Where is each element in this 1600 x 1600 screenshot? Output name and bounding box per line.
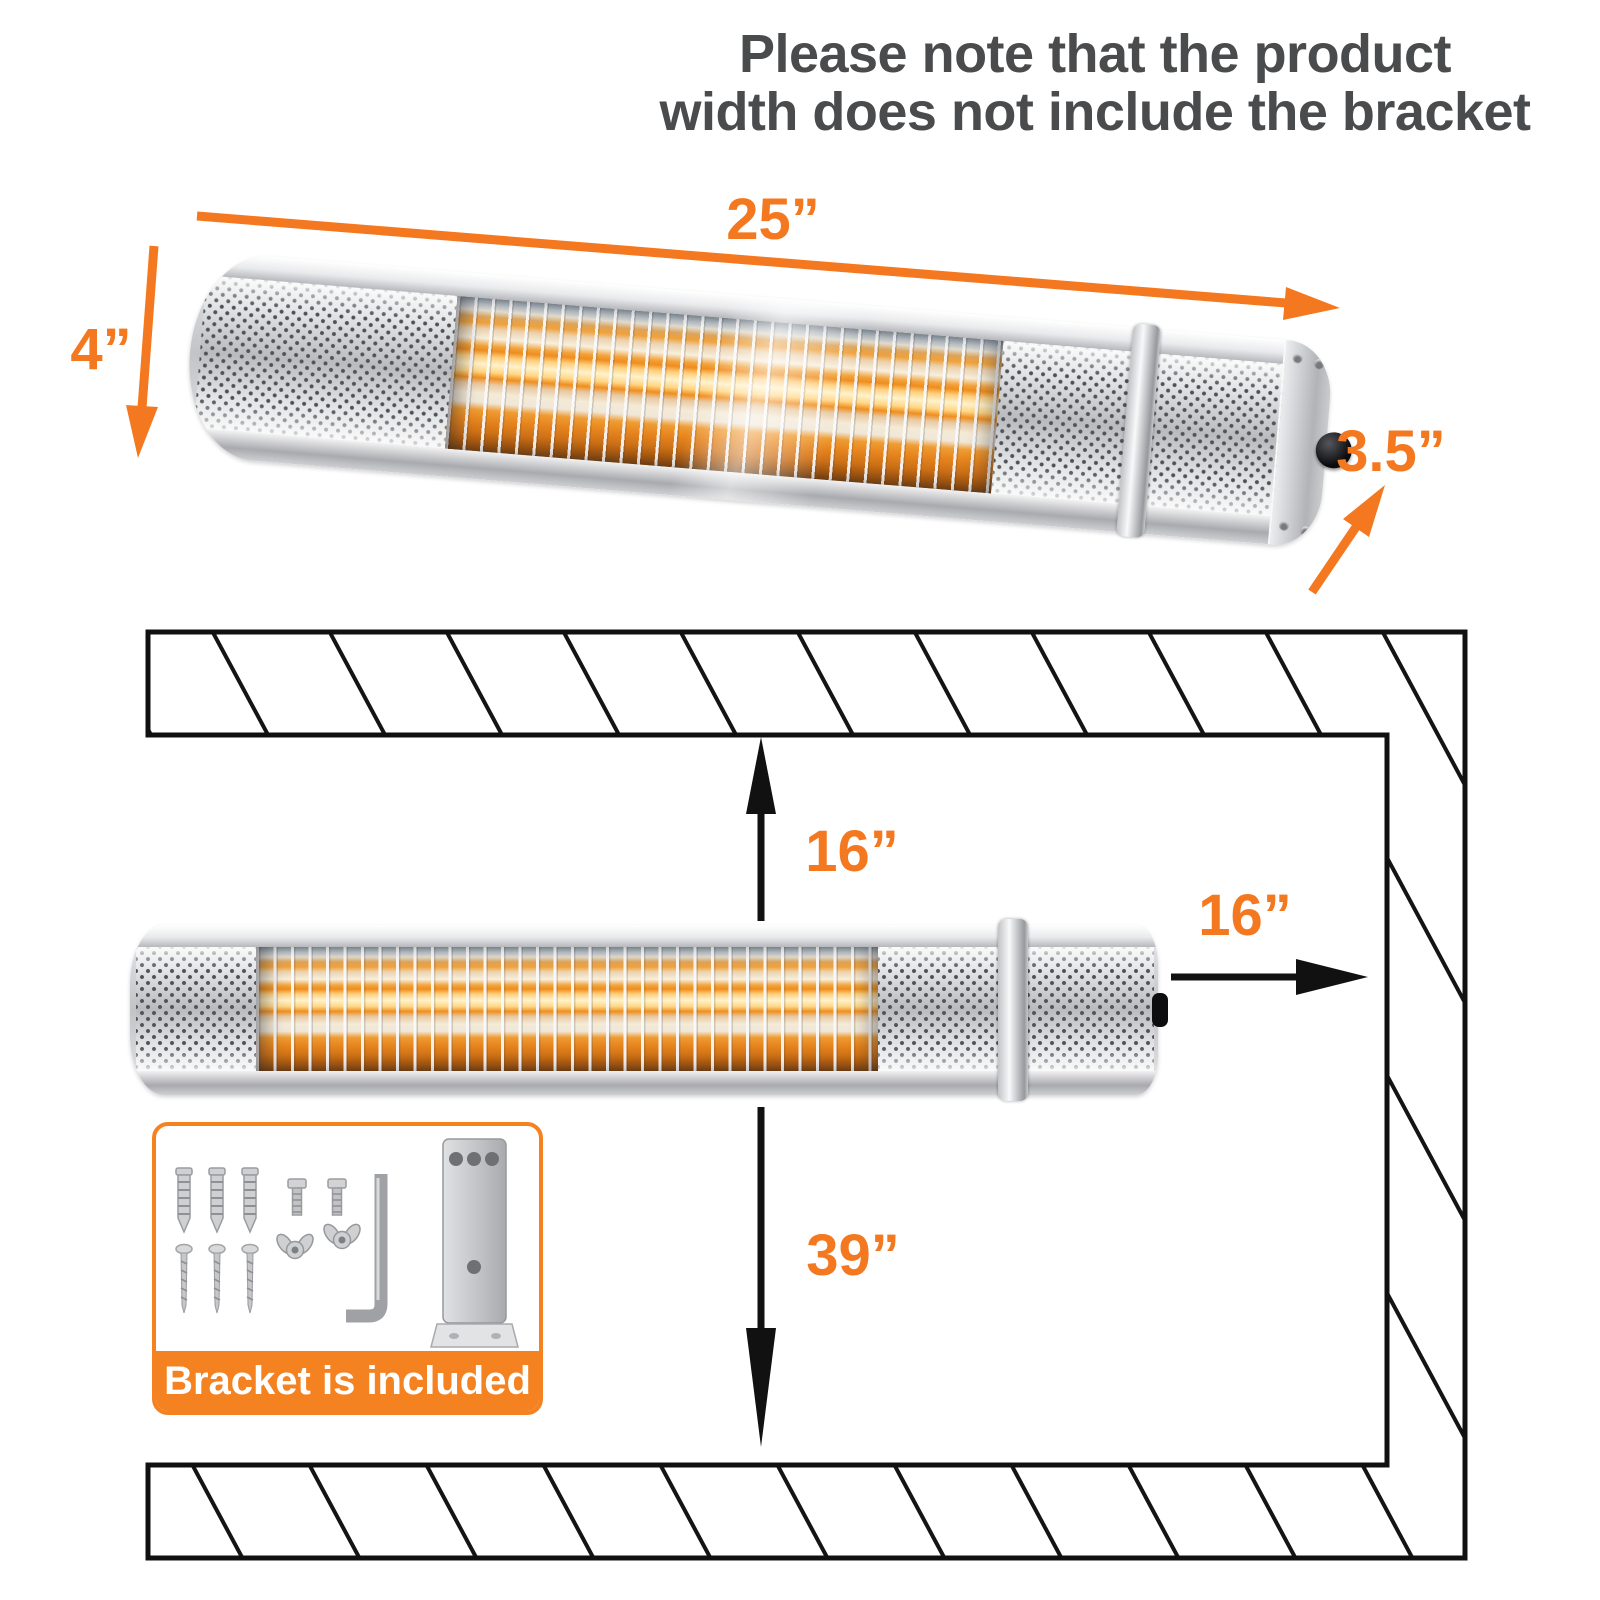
clearance-below-label: 39” bbox=[806, 1223, 900, 1288]
width-dimension-label: 25” bbox=[726, 187, 820, 252]
wall-anchor-icon bbox=[175, 1167, 259, 1234]
heater-top-rail bbox=[130, 925, 1158, 947]
screw-icon bbox=[175, 1243, 259, 1314]
product-dimension-arrows bbox=[126, 211, 1385, 595]
depth-dimension-label: 3.5” bbox=[1336, 419, 1446, 484]
heater-bottom-rail bbox=[130, 1071, 1158, 1095]
wing-nut-icon bbox=[276, 1223, 361, 1260]
heating-element-grille bbox=[256, 947, 878, 1071]
clearance-arrows bbox=[746, 737, 1368, 1447]
allen-key-icon bbox=[346, 1174, 388, 1323]
arrow-down-icon bbox=[746, 1107, 776, 1447]
heater-body bbox=[130, 925, 1158, 1095]
arrow-up-icon bbox=[746, 737, 776, 921]
mesh-panel-right-1 bbox=[878, 947, 1000, 1071]
title-line-2: width does not include the bracket bbox=[659, 81, 1531, 142]
trim-ring bbox=[998, 919, 1028, 1101]
arrow-right-icon bbox=[1171, 959, 1368, 995]
clearance-above-label: 16” bbox=[805, 819, 899, 884]
bolt-icon bbox=[287, 1178, 347, 1216]
heater-side-view bbox=[130, 919, 1168, 1101]
height-dimension-label: 4” bbox=[70, 317, 132, 382]
bracket-included-banner: Bracket is included bbox=[156, 1351, 539, 1411]
width-arrow-icon bbox=[196, 211, 1340, 320]
depth-arrow-icon bbox=[1308, 485, 1385, 595]
hardware-kit-illustration bbox=[175, 1138, 519, 1348]
bracket-included-box: Bracket is included bbox=[152, 1122, 543, 1415]
page-title: Please note that the product width does … bbox=[615, 24, 1575, 142]
power-switch bbox=[1152, 993, 1168, 1027]
title-line-1: Please note that the product bbox=[738, 24, 1452, 84]
mesh-panel-right-2 bbox=[1028, 947, 1154, 1071]
clearance-side-label: 16” bbox=[1198, 883, 1292, 948]
mesh-panel-left bbox=[136, 947, 256, 1071]
height-arrow-icon bbox=[126, 245, 159, 458]
l-bracket-icon bbox=[430, 1138, 519, 1348]
